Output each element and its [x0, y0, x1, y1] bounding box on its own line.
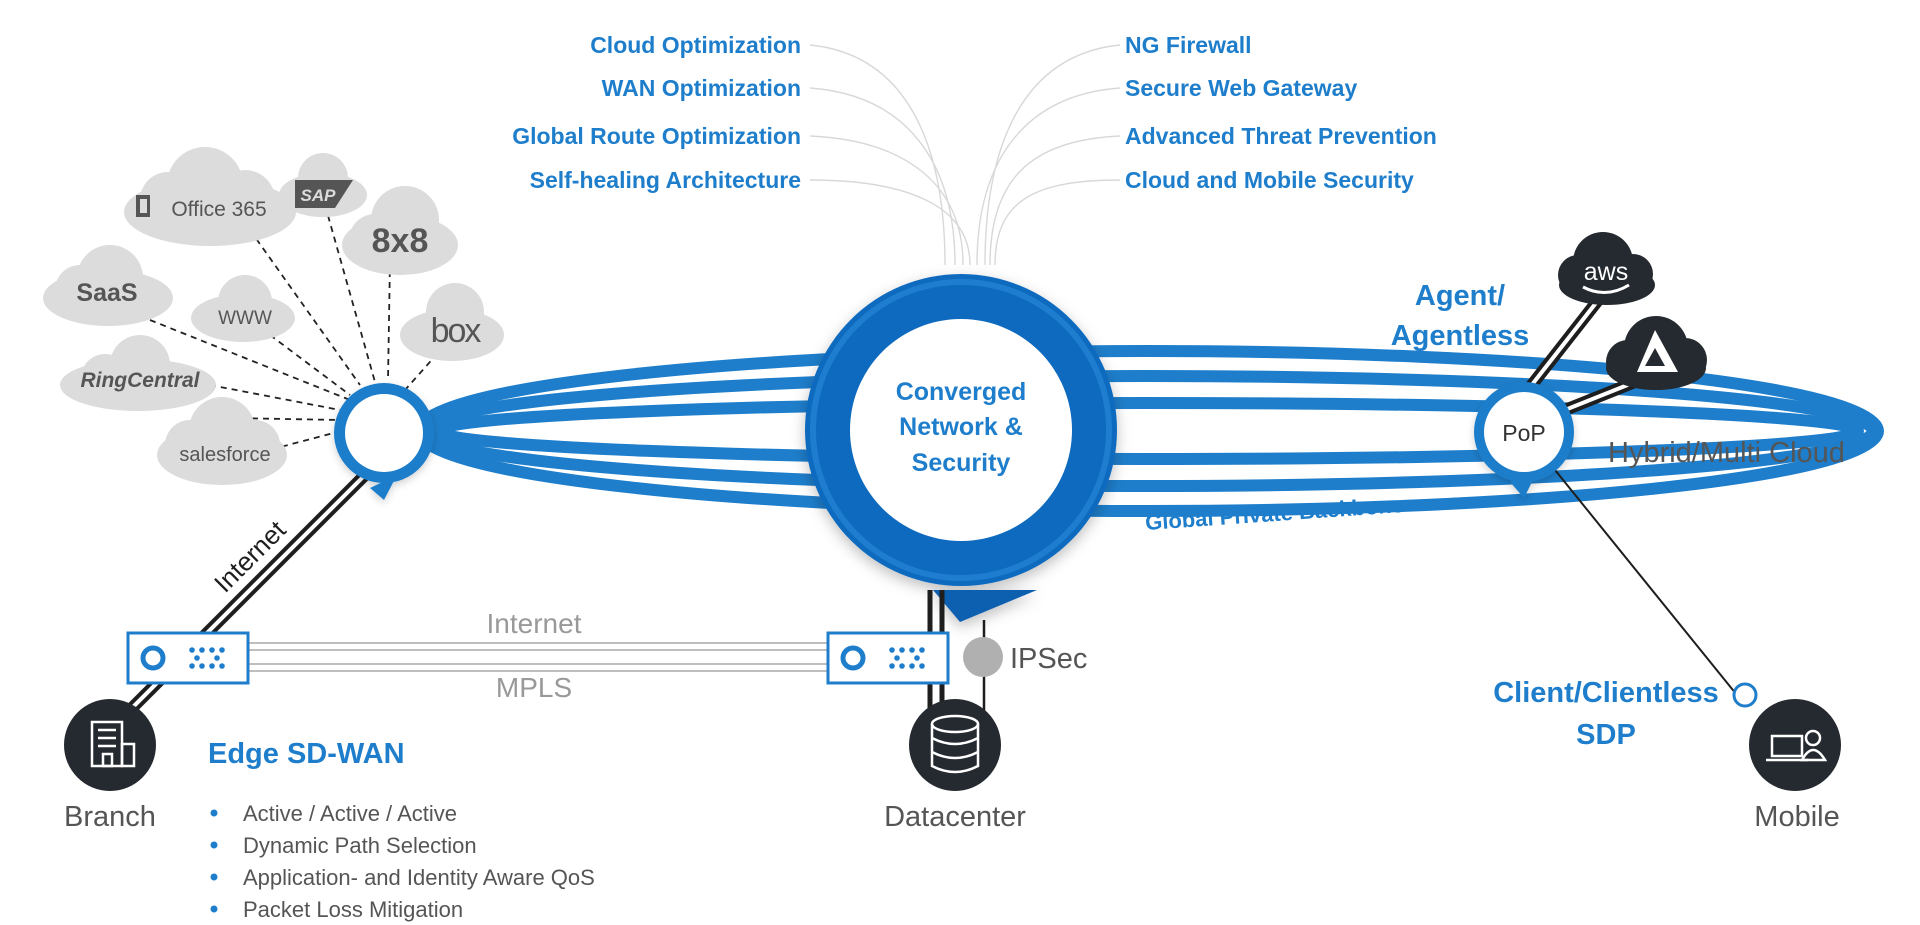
- capability-cloud-mobile-security: Cloud and Mobile Security: [1125, 167, 1414, 193]
- aws-cloud: [1558, 232, 1655, 305]
- laptop-user-icon: [1766, 729, 1828, 762]
- branch-label: Branch: [64, 801, 156, 833]
- left-capabilities: Cloud Optimization WAN Optimization Glob…: [512, 32, 801, 193]
- pop-node: [1474, 382, 1574, 498]
- cloud-app-links: [149, 204, 446, 456]
- aws-label: aws: [1584, 258, 1628, 286]
- hub-center: [850, 319, 1072, 541]
- hub-label-line2: Network &: [899, 413, 1023, 441]
- right-capabilities: NG Firewall Secure Web Gateway Advanced …: [1125, 32, 1437, 193]
- wan-links: [248, 642, 828, 672]
- branch-appliance: [126, 631, 250, 685]
- left-edge-node: [334, 383, 434, 500]
- box-label: box: [431, 312, 482, 350]
- sap-logo-icon: [295, 180, 353, 208]
- backbone-ring-middle: [417, 370, 1879, 492]
- capability-fan-lines: [809, 44, 1121, 266]
- agent-label-line2: Agentless: [1391, 320, 1530, 352]
- salesforce-cloud: [157, 397, 287, 485]
- backbone-ring-inner: [432, 397, 1864, 465]
- datacenter-node: [909, 699, 1001, 791]
- ipsec-label: IPSec: [1010, 643, 1087, 675]
- client-sdp-line2: SDP: [1576, 719, 1636, 751]
- ringcentral-label: RingCentral: [80, 369, 200, 392]
- saas-cloud: [43, 245, 173, 326]
- www-cloud: [191, 275, 295, 342]
- edge-feature-list: Active / Active / Active Dynamic Path Se…: [210, 801, 595, 922]
- box-cloud: [400, 283, 504, 361]
- sap-label: SAP: [301, 186, 337, 205]
- cloud-app-labels: Office 365 SAP 8x8 SaaS WWW box RingCent…: [76, 180, 483, 466]
- mobile-label: Mobile: [1754, 801, 1839, 833]
- edge-feature-1: Active / Active / Active: [243, 801, 457, 826]
- ipsec-dot-icon: [963, 637, 1003, 677]
- hub-label-line1: Converged: [896, 378, 1027, 406]
- salesforce-label: salesforce: [179, 444, 270, 466]
- capability-wan-optimization: WAN Optimization: [602, 75, 801, 101]
- backbone-label: Global Private Backbone: [1144, 492, 1404, 535]
- capability-secure-web-gateway: Secure Web Gateway: [1125, 75, 1357, 101]
- edge-sdwan-title: Edge SD-WAN: [208, 738, 405, 770]
- agent-label: Agent/ Agentless: [1391, 280, 1530, 352]
- wan-internet-label: Internet: [487, 608, 582, 639]
- database-icon: [930, 714, 980, 774]
- bullet-icon: [210, 809, 218, 817]
- edge-feature-2: Dynamic Path Selection: [243, 833, 477, 858]
- office365-cloud: [124, 147, 296, 246]
- 8x8-cloud: [342, 186, 458, 275]
- capability-advanced-threat-prevention: Advanced Threat Prevention: [1125, 123, 1437, 149]
- capability-ng-firewall: NG Firewall: [1125, 32, 1252, 58]
- capability-cloud-optimization: Cloud Optimization: [590, 32, 801, 58]
- aws-smile-icon: [1582, 283, 1630, 294]
- bullet-icon: [210, 873, 218, 881]
- node-labels: Branch Datacenter Mobile: [64, 801, 1840, 833]
- mobile-node: [1749, 699, 1841, 791]
- hub-label: Converged Network & Security: [896, 378, 1027, 477]
- 8x8-label: 8x8: [372, 222, 429, 260]
- client-sdp-dot-icon: [1732, 682, 1758, 708]
- www-label: WWW: [218, 308, 272, 329]
- pop-label: PoP: [1502, 420, 1545, 446]
- azure-logo-icon: [1637, 330, 1678, 372]
- wan-mpls-label: MPLS: [496, 672, 572, 703]
- agent-label-line1: Agent/: [1415, 280, 1505, 312]
- datacenter-appliance: [826, 631, 950, 685]
- client-sdp-line1: Client/Clientless: [1493, 677, 1719, 709]
- bullet-icon: [210, 905, 218, 913]
- edge-feature-4: Packet Loss Mitigation: [243, 897, 463, 922]
- client-sdp-label: Client/Clientless SDP: [1493, 677, 1719, 751]
- branch-node: [64, 699, 156, 791]
- saas-label: SaaS: [76, 279, 137, 307]
- office365-label: Office 365: [171, 198, 266, 221]
- bullet-icon: [210, 841, 218, 849]
- datacenter-label: Datacenter: [884, 801, 1026, 833]
- azure-cloud: [1606, 316, 1707, 390]
- building-icon: [90, 720, 136, 768]
- hub-label-line3: Security: [912, 449, 1011, 477]
- edge-feature-3: Application- and Identity Aware QoS: [243, 865, 595, 890]
- ringcentral-cloud: [60, 335, 216, 411]
- capability-global-route-optimization: Global Route Optimization: [512, 123, 801, 149]
- capability-self-healing-architecture: Self-healing Architecture: [530, 167, 801, 193]
- hybrid-cloud-label: Hybrid/Multi Cloud: [1608, 437, 1845, 469]
- hub-inner-ring: [810, 279, 1112, 581]
